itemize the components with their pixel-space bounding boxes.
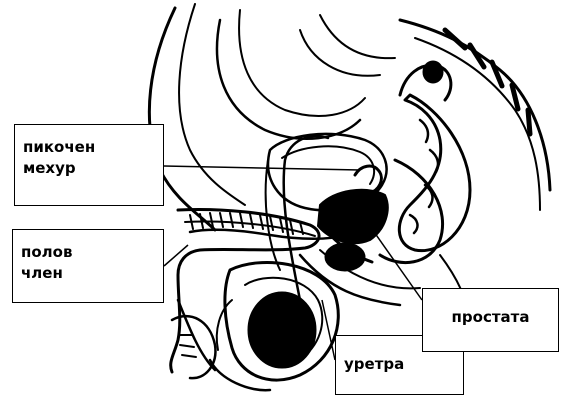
label-prostate: простата: [422, 288, 559, 352]
label-urethra-text: уретра: [344, 354, 455, 375]
label-penis: полов член: [12, 229, 164, 303]
label-bladder-line1: пикочен: [23, 137, 155, 158]
label-penis-line1: полов: [21, 242, 155, 263]
label-prostate-text: простата: [431, 307, 550, 328]
leader-bladder: [164, 166, 360, 170]
label-penis-line2: член: [21, 263, 155, 284]
rectum: [399, 95, 470, 251]
label-bladder: пикочен мехур: [14, 124, 164, 206]
testis: [248, 292, 316, 368]
prostate-mass: [318, 190, 388, 243]
label-bladder-line2: мехур: [23, 158, 155, 179]
